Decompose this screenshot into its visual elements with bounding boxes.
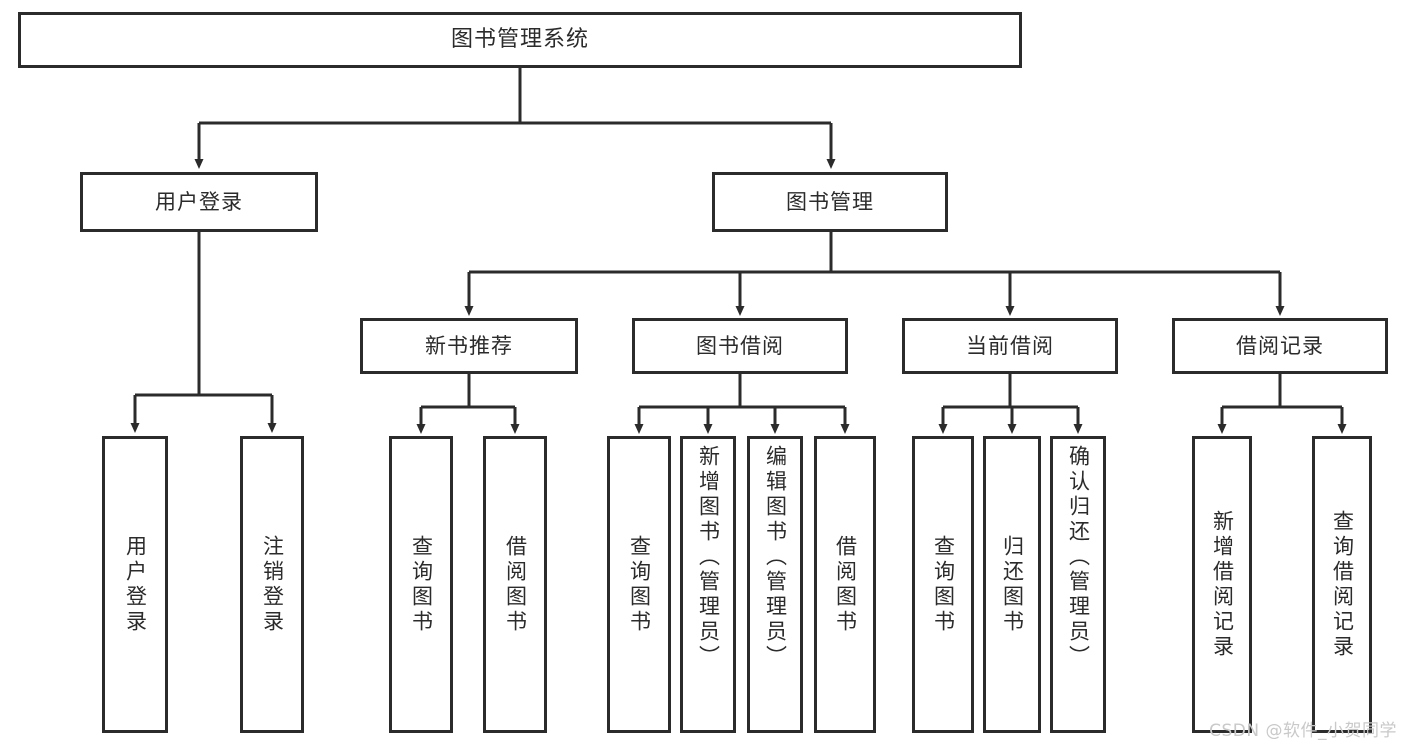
node-book-borrow-label: 图书借阅 xyxy=(696,333,784,358)
node-new-book-recommend[interactable]: 新书推荐 xyxy=(360,318,578,374)
node-leaf-add-book-admin[interactable]: 新增图书（管理员） xyxy=(680,436,736,733)
node-leaf-add-borrow-record[interactable]: 新增借阅记录 xyxy=(1192,436,1252,733)
node-leaf-edit-book-admin-label: 编辑图书（管理员） xyxy=(763,445,788,670)
node-book-manage[interactable]: 图书管理 xyxy=(712,172,948,232)
node-user-login-label: 用户登录 xyxy=(155,189,243,214)
node-leaf-logout[interactable]: 注销登录 xyxy=(240,436,304,733)
node-leaf-query-borrow-record-label: 查询借阅记录 xyxy=(1330,509,1355,660)
node-leaf-add-borrow-record-label: 新增借阅记录 xyxy=(1210,509,1235,660)
node-leaf-edit-book-admin[interactable]: 编辑图书（管理员） xyxy=(747,436,803,733)
node-root[interactable]: 图书管理系统 xyxy=(18,12,1022,68)
node-leaf-query-book-1-label: 查询图书 xyxy=(409,534,434,635)
node-book-borrow[interactable]: 图书借阅 xyxy=(632,318,848,374)
node-leaf-borrow-book-1-label: 借阅图书 xyxy=(503,534,528,635)
node-leaf-confirm-return-admin[interactable]: 确认归还（管理员） xyxy=(1050,436,1106,733)
node-leaf-return-book-label: 归还图书 xyxy=(1000,534,1025,635)
node-leaf-query-book-2-label: 查询图书 xyxy=(627,534,652,635)
node-leaf-query-book-3[interactable]: 查询图书 xyxy=(912,436,974,733)
node-user-login[interactable]: 用户登录 xyxy=(80,172,318,232)
watermark: CSDN @软件_小贺同学 xyxy=(1209,721,1397,741)
node-leaf-confirm-return-admin-label: 确认归还（管理员） xyxy=(1066,445,1091,670)
node-leaf-borrow-book-1[interactable]: 借阅图书 xyxy=(483,436,547,733)
node-book-manage-label: 图书管理 xyxy=(786,189,874,214)
node-new-book-recommend-label: 新书推荐 xyxy=(425,333,513,358)
node-leaf-borrow-book-2-label: 借阅图书 xyxy=(833,534,858,635)
node-current-borrow-label: 当前借阅 xyxy=(966,333,1054,358)
node-leaf-logout-label: 注销登录 xyxy=(260,534,285,635)
node-leaf-add-book-admin-label: 新增图书（管理员） xyxy=(696,445,721,670)
node-current-borrow[interactable]: 当前借阅 xyxy=(902,318,1118,374)
node-borrow-record[interactable]: 借阅记录 xyxy=(1172,318,1388,374)
node-leaf-query-book-2[interactable]: 查询图书 xyxy=(607,436,671,733)
node-leaf-query-book-1[interactable]: 查询图书 xyxy=(389,436,453,733)
node-leaf-user-login[interactable]: 用户登录 xyxy=(102,436,168,733)
node-borrow-record-label: 借阅记录 xyxy=(1236,333,1324,358)
node-leaf-query-borrow-record[interactable]: 查询借阅记录 xyxy=(1312,436,1372,733)
node-leaf-user-login-label: 用户登录 xyxy=(123,534,148,635)
node-leaf-borrow-book-2[interactable]: 借阅图书 xyxy=(814,436,876,733)
node-leaf-query-book-3-label: 查询图书 xyxy=(931,534,956,635)
node-root-label: 图书管理系统 xyxy=(450,27,589,53)
node-leaf-return-book[interactable]: 归还图书 xyxy=(983,436,1041,733)
